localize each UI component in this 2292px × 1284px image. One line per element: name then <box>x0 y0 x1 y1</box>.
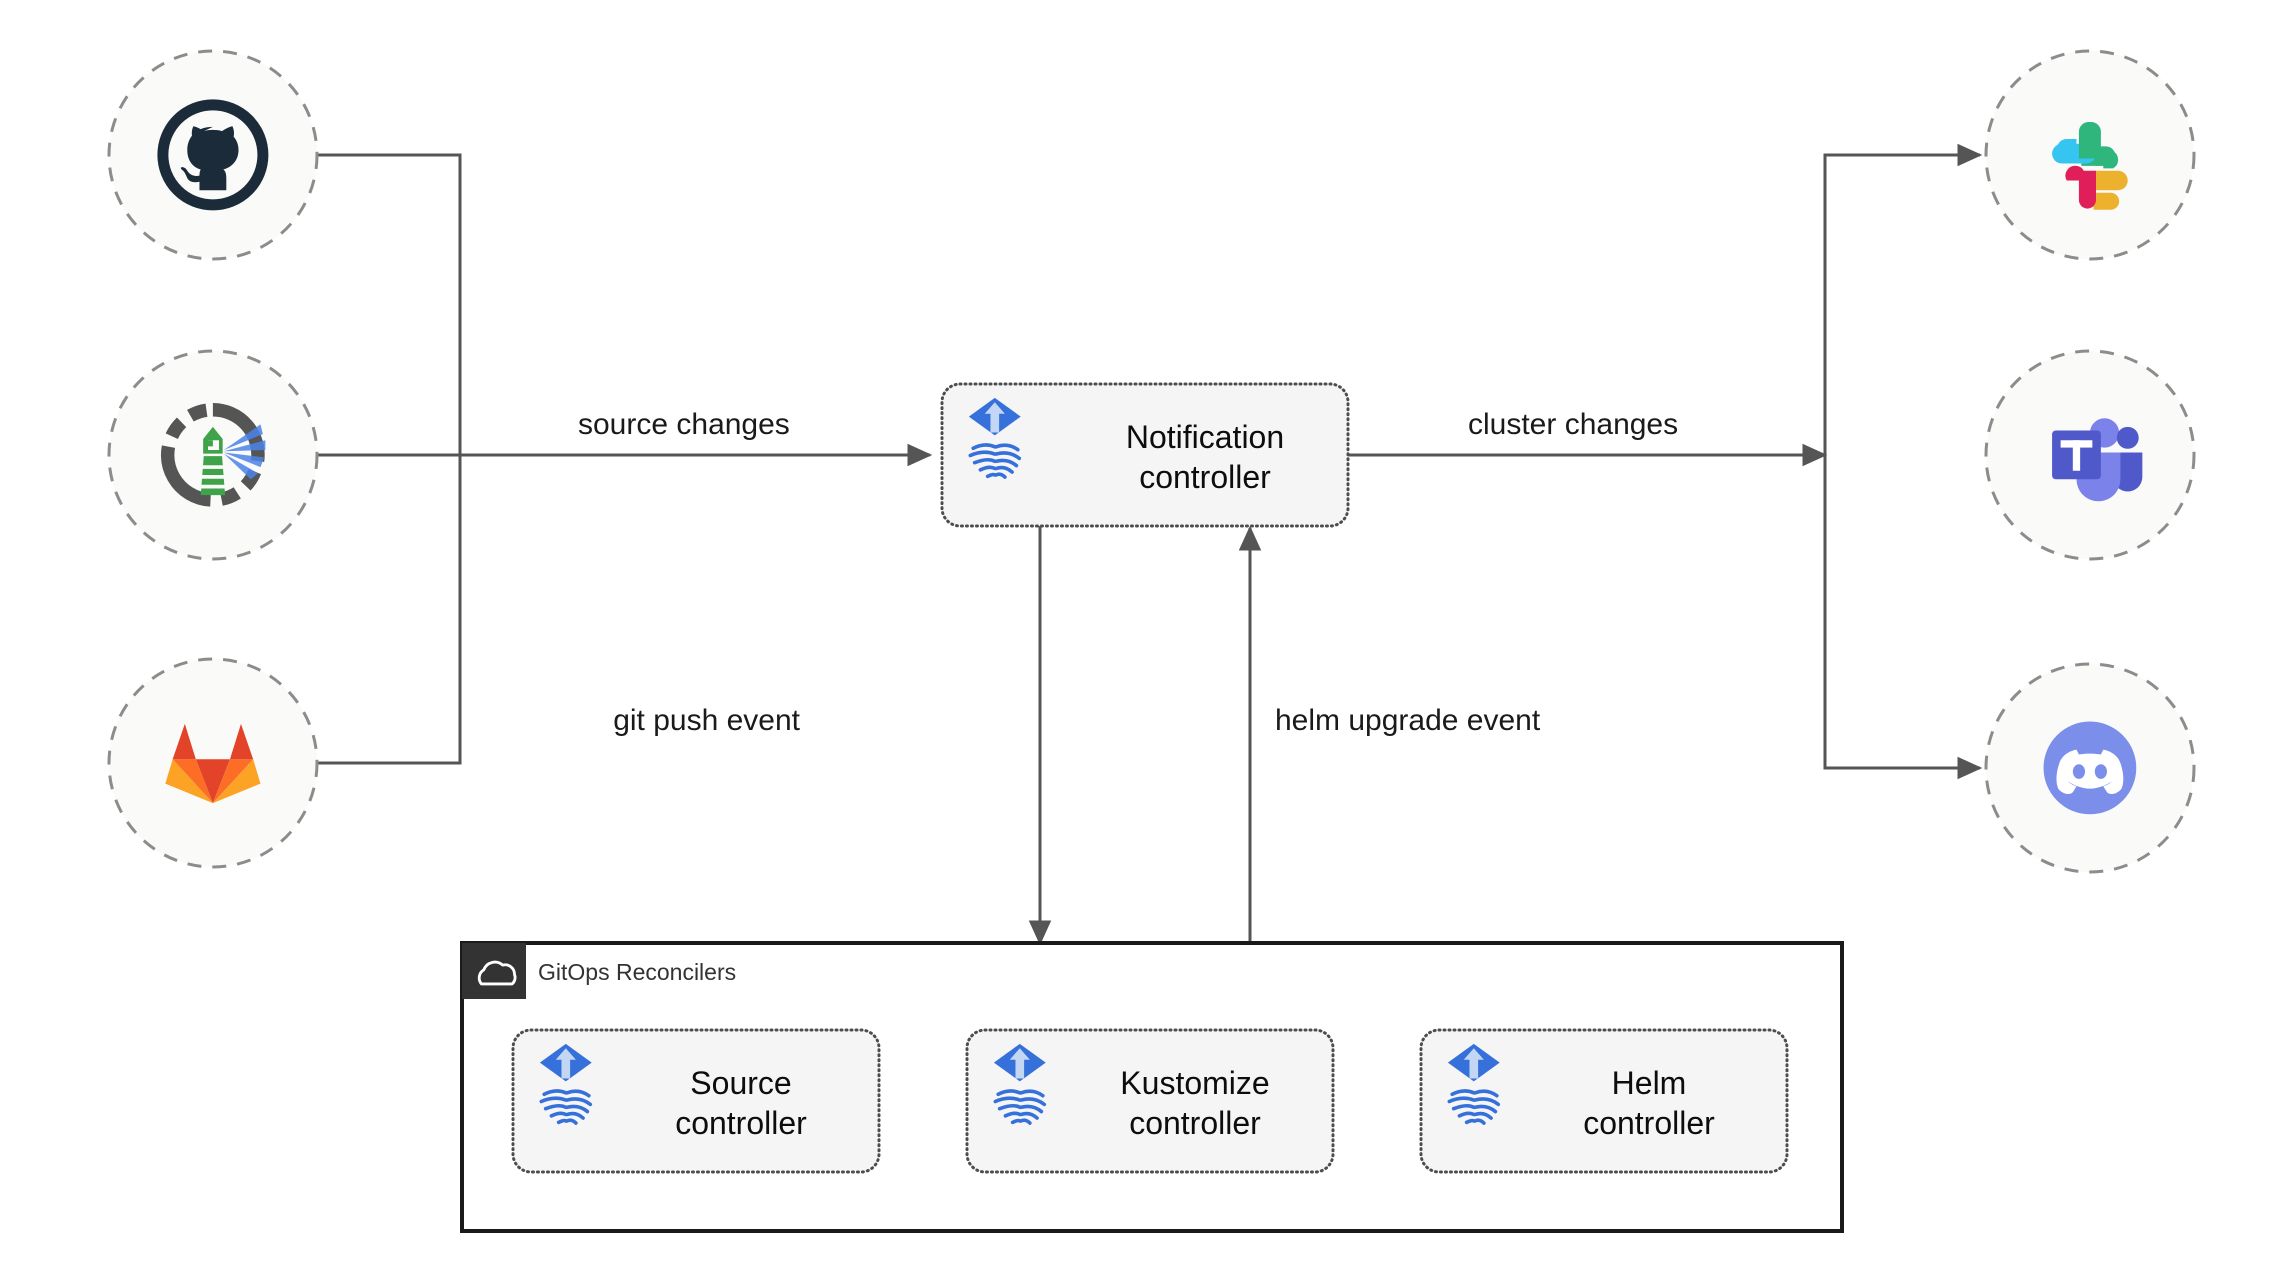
node-notification-controller[interactable]: Notification controller <box>940 382 1350 528</box>
kustomize-controller-label-line2: controller <box>1129 1105 1261 1141</box>
edge-label-layer: source changes cluster changes git push … <box>578 408 1678 737</box>
node-helm-controller[interactable]: Helm controller <box>1419 1028 1789 1174</box>
endpoint-github[interactable] <box>107 49 319 261</box>
container-title: GitOps Reconcilers <box>538 959 736 985</box>
gitops-reconcilers-container: GitOps Reconcilers Source controller Kus… <box>460 941 1844 1233</box>
kustomize-controller-box[interactable] <box>965 1028 1335 1174</box>
endpoint-flux-source[interactable] <box>107 349 319 561</box>
kustomize-controller-label-line1: Kustomize <box>1120 1065 1269 1101</box>
edge-trunk-to-discord <box>1823 455 1983 780</box>
notification-controller-label-line1: Notification <box>1126 419 1284 455</box>
edge-label-git-push-event: git push event <box>613 704 800 737</box>
edge-trunk-to-slack <box>1823 143 1983 455</box>
destination-endpoints <box>1984 49 2196 874</box>
source-controller-label-line1: Source <box>690 1065 791 1101</box>
helm-controller-box[interactable] <box>1419 1028 1789 1174</box>
node-source-controller[interactable]: Source controller <box>511 1028 881 1174</box>
flux-circle[interactable] <box>107 349 319 561</box>
node-kustomize-controller[interactable]: Kustomize controller <box>965 1028 1335 1174</box>
notification-controller-label-line2: controller <box>1139 459 1271 495</box>
discord-icon <box>2043 721 2137 815</box>
source-controller-label-line2: controller <box>675 1105 807 1141</box>
edge-label-source-changes: source changes <box>578 408 790 441</box>
endpoint-gitlab[interactable] <box>107 657 319 869</box>
endpoint-discord[interactable] <box>1984 662 2196 874</box>
helm-controller-label-line2: controller <box>1583 1105 1715 1141</box>
edge-label-cluster-changes: cluster changes <box>1468 408 1678 441</box>
helm-controller-label-line1: Helm <box>1612 1065 1687 1101</box>
source-endpoints <box>107 49 319 869</box>
notification-controller-box[interactable] <box>940 382 1350 528</box>
endpoint-teams[interactable] <box>1984 349 2196 561</box>
container-icon-tab <box>462 943 526 999</box>
edge-label-helm-upgrade-event: helm upgrade event <box>1275 704 1541 737</box>
endpoint-slack[interactable] <box>1984 49 2196 261</box>
source-controller-box[interactable] <box>511 1028 881 1174</box>
